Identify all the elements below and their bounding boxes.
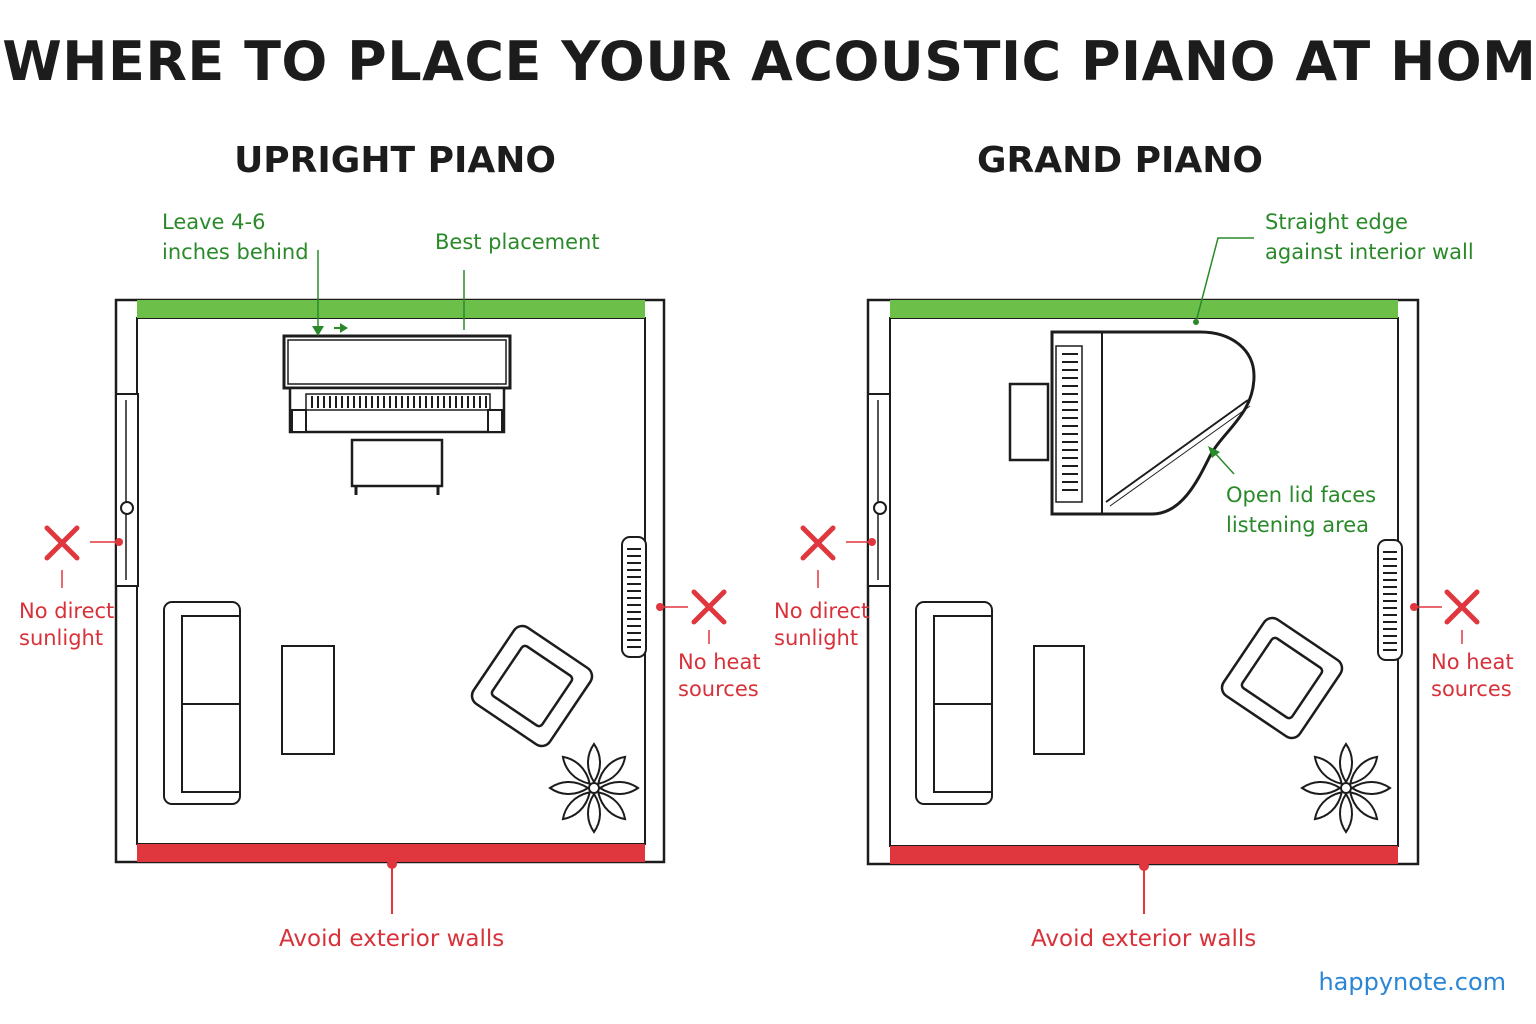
coffee-table-icon <box>281 645 335 755</box>
heat-label-line1: No heat <box>678 650 761 674</box>
page-title: WHERE TO PLACE YOUR ACOUSTIC PIANO AT HO… <box>2 30 1536 93</box>
sunlight-label-line1: No direct <box>774 599 870 623</box>
x-mark-icon <box>694 592 724 622</box>
gap-label-line1: Leave 4-6 <box>162 210 266 234</box>
plant-icon <box>549 743 639 833</box>
best-placement-label: Best placement <box>435 230 600 254</box>
exterior-walls-label: Avoid exterior walls <box>279 926 505 952</box>
gap-annotation <box>312 250 348 336</box>
sunlight-label-line2: sunlight <box>19 626 104 650</box>
grand-room <box>803 237 1477 914</box>
heat-label-line2: sources <box>1431 677 1512 701</box>
sofa-icon <box>915 601 993 805</box>
exterior-wall-highlight <box>890 846 1398 864</box>
lid-label-line1: Open lid faces <box>1226 483 1377 507</box>
exterior-walls-label: Avoid exterior walls <box>1031 926 1257 952</box>
grand-piano-icon <box>1050 330 1256 516</box>
sofa-icon <box>163 601 241 805</box>
heat-warning <box>656 592 724 644</box>
site-link[interactable]: happynote.com <box>1318 968 1506 996</box>
interior-wall-highlight <box>137 300 645 318</box>
upright-panel-title: UPRIGHT PIANO <box>234 140 556 181</box>
heat-warning <box>1410 592 1477 644</box>
upright-piano-icon <box>282 334 512 434</box>
lid-label-line2: listening area <box>1226 513 1370 537</box>
grand-panel-title: GRAND PIANO <box>976 140 1264 181</box>
x-mark-icon <box>47 528 77 558</box>
exterior-warning <box>387 859 397 914</box>
lid-annotation <box>1208 446 1235 475</box>
x-mark-icon <box>803 528 833 558</box>
window-icon <box>867 393 891 587</box>
sunlight-warning <box>803 528 876 588</box>
exterior-warning <box>1139 861 1149 914</box>
heat-label-line2: sources <box>678 677 759 701</box>
window-icon <box>115 393 139 587</box>
plant-icon <box>1301 743 1391 833</box>
heat-label-line1: No heat <box>1431 650 1514 674</box>
edge-label-line2: against interior wall <box>1265 240 1474 264</box>
x-mark-icon <box>1447 592 1477 622</box>
edge-annotation <box>1193 237 1254 325</box>
radiator-icon <box>1377 539 1403 661</box>
coffee-table-icon <box>1033 645 1085 755</box>
radiator-icon <box>621 536 647 658</box>
sunlight-warning <box>47 528 123 588</box>
exterior-wall-highlight <box>137 844 645 862</box>
sunlight-label-line1: No direct <box>19 599 115 623</box>
upright-room <box>47 250 724 914</box>
interior-wall-highlight <box>890 300 1398 318</box>
piano-bench-icon <box>350 438 444 495</box>
piano-bench-icon <box>1008 382 1050 462</box>
sunlight-label-line2: sunlight <box>774 626 859 650</box>
edge-label-line1: Straight edge <box>1265 210 1408 234</box>
gap-label-line2: inches behind <box>162 240 309 264</box>
